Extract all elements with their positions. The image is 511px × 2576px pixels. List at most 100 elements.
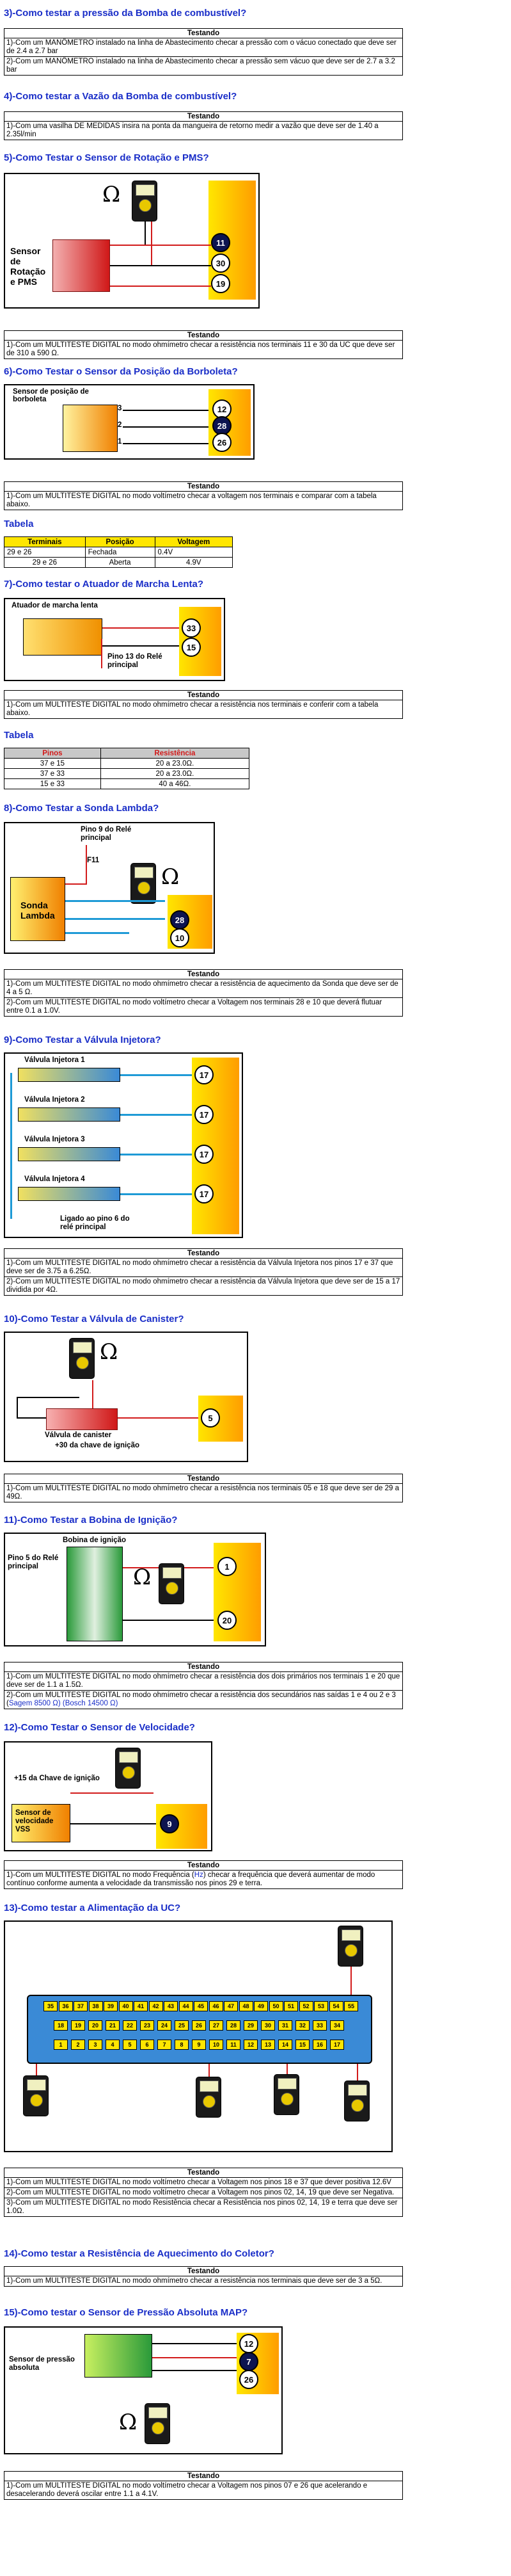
- ecu-pin-43: 43: [164, 2001, 178, 2011]
- wire: [120, 1154, 194, 1155]
- ecu-pin-35: 35: [43, 2001, 58, 2011]
- ecu-pin-34: 34: [330, 2020, 344, 2031]
- probe-wire: [92, 1380, 93, 1408]
- table-2-title: Tabela: [4, 730, 34, 741]
- injector-label: Válvula Injetora 1: [24, 1056, 85, 1064]
- coil-body: [67, 1547, 123, 1641]
- pin-7: 7: [239, 2352, 258, 2371]
- ecu-pin-37: 37: [74, 2001, 88, 2011]
- pin-17: 17: [194, 1065, 214, 1084]
- wire: [65, 900, 165, 902]
- map-sensor-body: [84, 2334, 152, 2378]
- injector-diagram: Válvula Injetora 1 Válvula Injetora 2 Vá…: [4, 1052, 243, 1238]
- pin-17: 17: [194, 1145, 214, 1164]
- wire: [287, 2064, 288, 2074]
- ecu-pin-16: 16: [313, 2040, 327, 2050]
- wire: [110, 245, 211, 246]
- ecu-pin-21: 21: [106, 2020, 120, 2031]
- section-9-test-box: Testando 1)-Com um MULTITESTE DIGITAL no…: [4, 1248, 403, 1296]
- wire: [110, 265, 211, 266]
- ecu-pin-4: 4: [106, 2040, 120, 2050]
- test-header: Testando: [4, 2472, 402, 2481]
- pin-5: 5: [201, 1408, 220, 1428]
- test-header: Testando: [4, 1861, 402, 1871]
- ecu-pin-18: 18: [54, 2020, 68, 2031]
- tps-body: [63, 405, 118, 452]
- row-text: ) checar a frequência que deverá aumenta…: [6, 1871, 375, 1887]
- ecu-pin-40: 40: [118, 2001, 133, 2011]
- test-row: 2)-Com um MULTITESTE DIGITAL no modo vol…: [4, 997, 402, 1016]
- test-row: 1)-Com um MULTITESTE DIGITAL no modo ohm…: [6, 341, 395, 357]
- rpm-sensor-diagram: 11 30 19 Ω Sensor de Rotação e PMS: [4, 173, 260, 309]
- section-8-test-box: Testando 1)-Com um MULTITESTE DIGITAL no…: [4, 969, 403, 1017]
- ecu-pin-29: 29: [244, 2020, 258, 2031]
- test-row: 1)-Com um MULTITESTE DIGITAL no modo ohm…: [6, 1485, 400, 1501]
- ohm-icon: Ω: [119, 2410, 138, 2435]
- lambda-sensor-body: [10, 877, 65, 941]
- multimeter-icon: [132, 181, 157, 221]
- section-15-title: 15)-Como testar o Sensor de Pressão Abso…: [4, 2307, 248, 2318]
- wire: [118, 1417, 200, 1419]
- wire: [123, 443, 212, 444]
- ignition-label: +15 da Chave de ignição: [14, 1775, 100, 1782]
- test-header: Testando: [4, 970, 402, 979]
- pin-17: 17: [194, 1184, 214, 1203]
- ecu-pin-9: 9: [192, 2040, 206, 2050]
- test-header: Testando: [4, 1662, 402, 1672]
- section-10-title: 10)-Como Testar a Válvula de Canister?: [4, 1314, 184, 1324]
- ignition-label: +30 da chave de ignição: [55, 1442, 139, 1449]
- vss-body: [12, 1804, 70, 1842]
- test-row: 1)-Com um MULTITESTE DIGITAL no modo vol…: [6, 2482, 368, 2498]
- test-header: Testando: [4, 29, 402, 38]
- test-row: 2)-Com um MANÔMETRO instalado na linha d…: [4, 56, 402, 75]
- relay-label: Pino 13 do Relé principal: [107, 653, 162, 669]
- wire: [152, 2343, 242, 2344]
- section-13-test-box: Testando 1)-Com um MULTITESTE DIGITAL no…: [4, 2168, 403, 2217]
- ecu-pin-14: 14: [278, 2040, 292, 2050]
- test-header: Testando: [4, 112, 402, 122]
- section-10-test-box: Testando 1)-Com um MULTITESTE DIGITAL no…: [4, 1474, 403, 1502]
- section-11-test-box: Testando 1)-Com um MULTITESTE DIGITAL no…: [4, 1662, 403, 1709]
- multimeter-icon: [274, 2074, 299, 2115]
- sensor-label: Sensor de velocidade VSS: [15, 1809, 54, 1833]
- test-row: 1)-Com um MULTITESTE DIGITAL no modo ohm…: [6, 701, 379, 717]
- ecu-pin-42: 42: [148, 2001, 163, 2011]
- injector-2: [18, 1107, 120, 1122]
- section-13-title: 13)-Como testar a Alimentação da UC?: [4, 1903, 181, 1913]
- section-14-test-box: Testando 1)-Com um MULTITESTE DIGITAL no…: [4, 2266, 403, 2287]
- section-7-test-box: Testando 1)-Com um MULTITESTE DIGITAL no…: [4, 690, 403, 719]
- ignition-coil-diagram: Bobina de ignição Pino 5 do Relé princip…: [4, 1533, 266, 1646]
- wire: [102, 627, 183, 629]
- pin-28: 28: [170, 910, 189, 930]
- section-4-test-box: Testando 1)-Com uma vasilha DE MEDIDAS i…: [4, 111, 403, 140]
- multimeter-icon: [196, 2077, 221, 2118]
- ohm-icon: Ω: [161, 864, 180, 890]
- wire-number: 2: [118, 421, 122, 429]
- test-row: 1)-Com um MANÔMETRO instalado na linha d…: [6, 39, 397, 55]
- sensor-label: Sensor de pressão absoluta: [9, 2356, 75, 2372]
- sensor-label: Válvula de canister: [45, 1431, 112, 1439]
- lambda-sensor-diagram: Pino 9 do Relé principal F11 Sonda Lambd…: [4, 822, 215, 954]
- wire-number: 1: [118, 438, 122, 446]
- tps-diagram: Sensor de posição de borboleta 3 2 1 12 …: [4, 384, 255, 460]
- section-11-title: 11)-Como Testar a Bobina de Ignição?: [4, 1515, 178, 1525]
- test-row: 1)-Com um MULTITESTE DIGITAL no modo ohm…: [6, 2277, 382, 2285]
- injector-4: [18, 1187, 120, 1201]
- canister-diagram: Ω Válvula de canister +30 da chave de ig…: [4, 1332, 248, 1462]
- pin-12: 12: [239, 2334, 258, 2353]
- table-cell: 4.9V: [154, 557, 233, 568]
- ecu-pin-48: 48: [239, 2001, 253, 2011]
- ecu-pin-10: 10: [209, 2040, 223, 2050]
- ecu-pin-47: 47: [224, 2001, 238, 2011]
- multimeter-icon: [159, 1563, 184, 1604]
- table-1-title: Tabela: [4, 519, 34, 529]
- table-header: Resistência: [100, 748, 250, 759]
- table-cell: Aberta: [84, 557, 155, 568]
- table-cell: 29 e 26: [4, 557, 86, 568]
- pin-1: 1: [217, 1557, 237, 1576]
- ecu-pin-41: 41: [134, 2001, 148, 2011]
- canister-valve-body: [46, 1408, 118, 1430]
- fuse-label: F11: [87, 857, 100, 864]
- wire: [65, 918, 165, 920]
